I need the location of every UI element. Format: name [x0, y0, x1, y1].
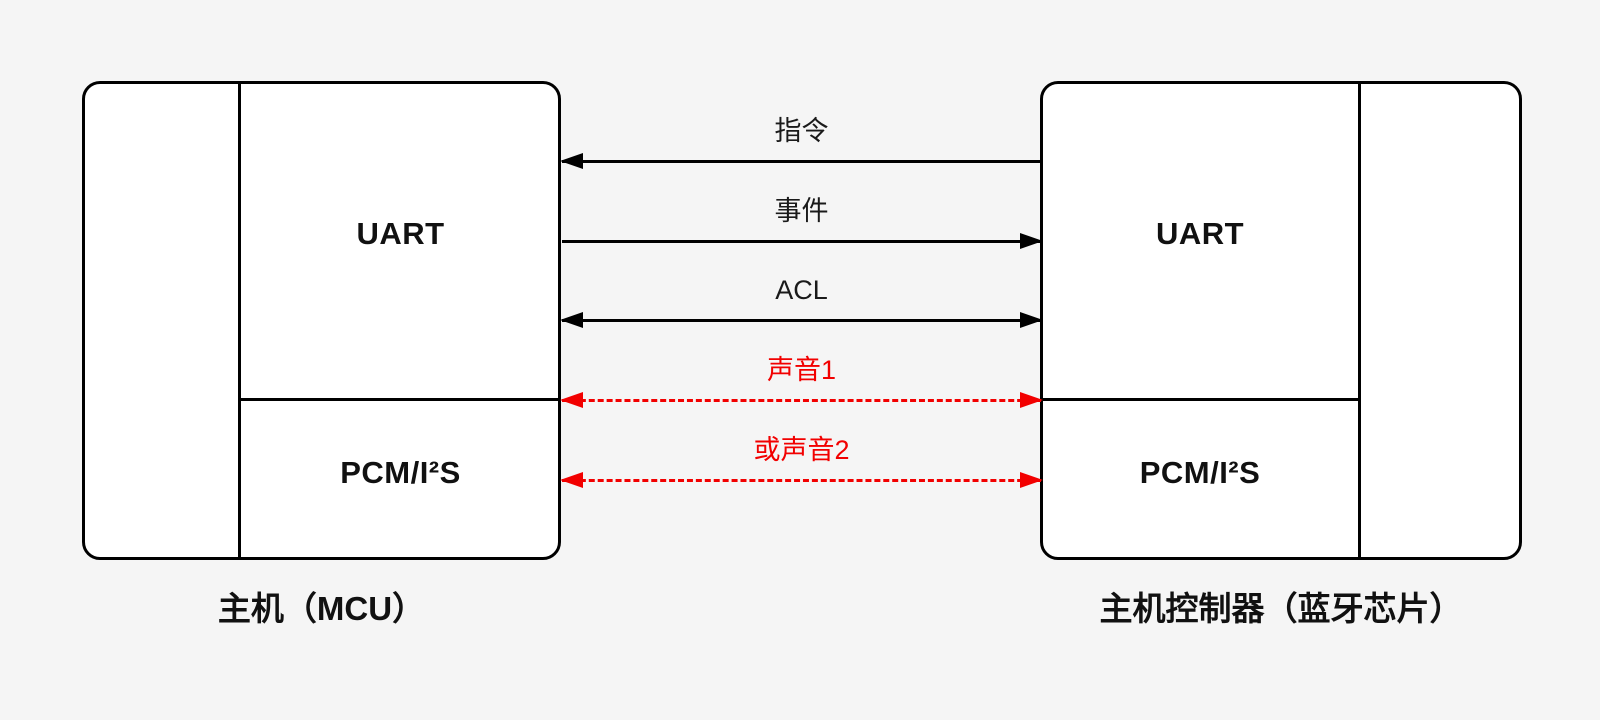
host-uart-label: UART [356, 216, 445, 251]
arrowhead-right-icon [1020, 233, 1043, 249]
arrow-command-line [562, 160, 1041, 163]
arrowhead-left-icon [560, 153, 583, 169]
host-uart-cell: UART [240, 75, 561, 393]
controller-uart-cell: UART [1040, 75, 1360, 393]
arrow-audio2-label: 或声音2 [753, 435, 850, 465]
host-box-vertical-divider [238, 82, 241, 559]
arrow-event: 事件 [561, 192, 1043, 254]
arrow-event-line [562, 240, 1041, 243]
controller-box [1040, 81, 1522, 560]
arrowhead-right-icon [1020, 312, 1043, 328]
arrowhead-left-icon [560, 392, 583, 408]
arrow-audio1-label: 声音1 [766, 355, 837, 385]
arrow-acl-line [562, 319, 1041, 322]
arrow-audio1: 声音1 [560, 351, 1043, 413]
arrow-audio1-line [562, 399, 1041, 402]
controller-box-horizontal-divider [1040, 398, 1360, 401]
arrow-command: 指令 [560, 112, 1042, 174]
host-box-horizontal-divider [240, 398, 561, 401]
controller-box-vertical-divider [1358, 82, 1361, 559]
arrowhead-left-icon [560, 312, 583, 328]
arrow-event-label: 事件 [774, 196, 829, 226]
host-pcm-label: PCM/I²S [340, 454, 461, 490]
arrowhead-right-icon [1020, 472, 1043, 488]
arrow-audio2-line [562, 479, 1041, 482]
arrowhead-left-icon [560, 472, 583, 488]
arrow-acl-label: ACL [775, 275, 828, 305]
controller-caption: 主机控制器（蓝牙芯片） [1099, 590, 1463, 627]
host-caption: 主机（MCU） [217, 590, 426, 627]
host-box [82, 81, 561, 560]
arrow-acl: ACL [560, 271, 1043, 333]
host-pcm-cell: PCM/I²S [240, 395, 561, 550]
controller-pcm-cell: PCM/I²S [1040, 395, 1360, 550]
arrow-command-label: 指令 [774, 116, 829, 146]
arrow-audio2: 或声音2 [560, 431, 1043, 493]
controller-uart-label: UART [1155, 216, 1245, 251]
controller-pcm-label: PCM/I²S [1139, 454, 1261, 490]
arrowhead-right-icon [1020, 392, 1043, 408]
